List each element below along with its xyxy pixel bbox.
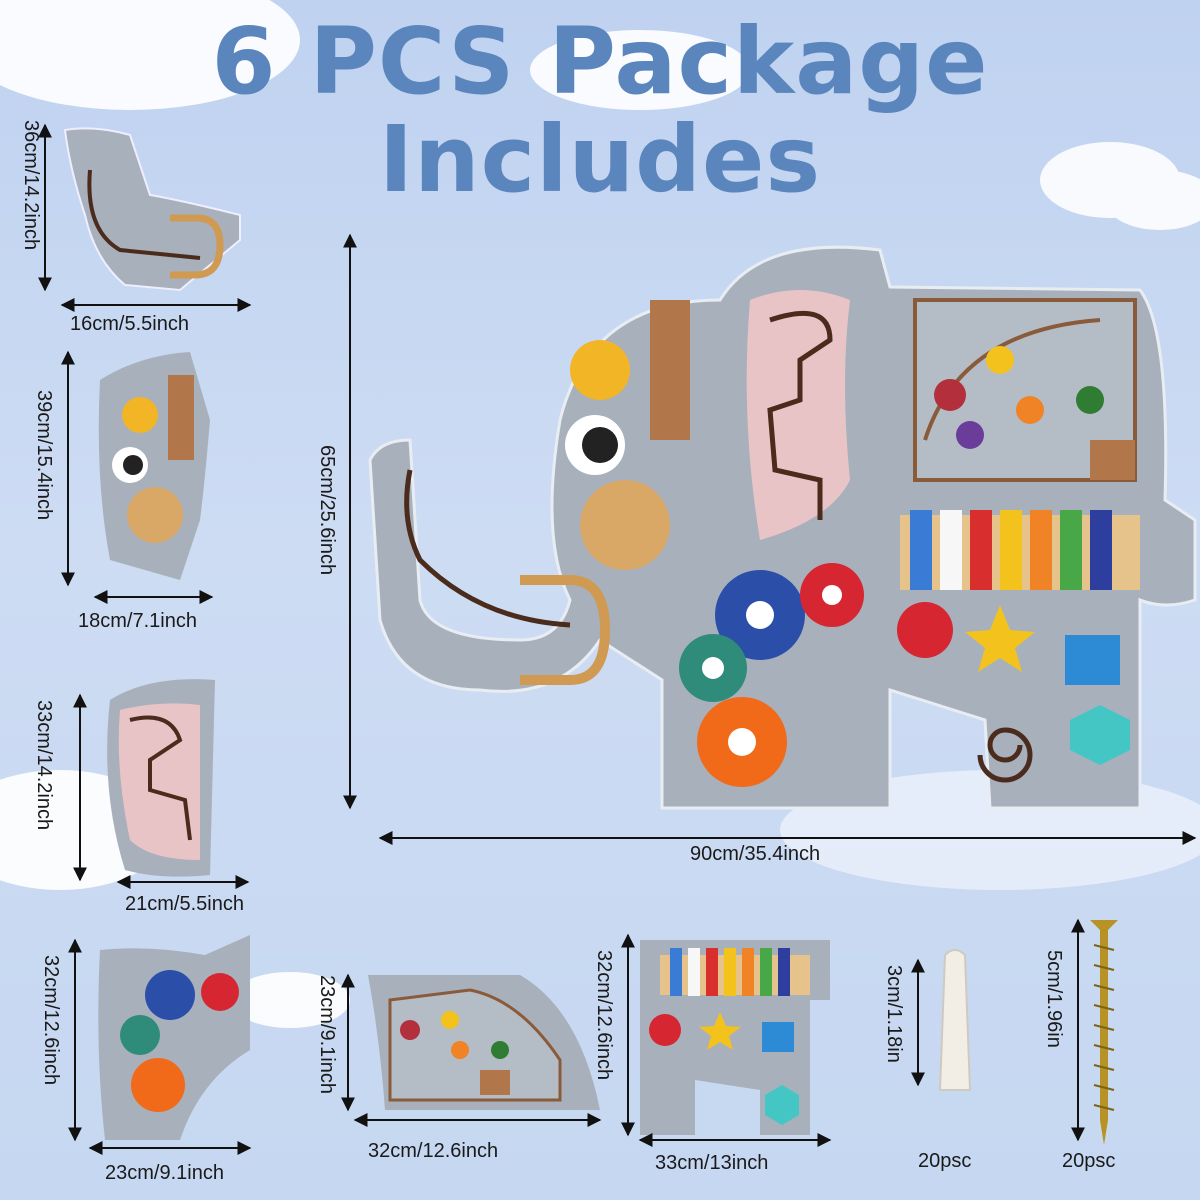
piece-2-face <box>98 352 210 580</box>
piece-6-width: 33cm/13inch <box>655 1152 769 1174</box>
title-line-2: Includes <box>378 106 822 213</box>
dimension-arrows <box>38 123 1197 1155</box>
assembled-width: 90cm/35.4inch <box>690 843 821 865</box>
piece-1-height: 36cm/14.2inch <box>20 120 42 251</box>
piece-1-trunk <box>63 127 241 292</box>
piece-4-gears <box>98 935 250 1140</box>
piece-6-xylophone <box>640 940 830 1135</box>
piece-3-height: 33cm/14.2inch <box>33 700 55 831</box>
piece-5-maze <box>368 975 600 1110</box>
anchor-qty: 20psc <box>918 1150 972 1172</box>
piece-4-width: 23cm/9.1inch <box>105 1162 224 1184</box>
piece-5-height: 23cm/9.1inch <box>316 975 338 1094</box>
screw-qty: 20psc <box>1062 1150 1116 1172</box>
piece-3-ear <box>107 679 215 877</box>
piece-4-height: 32cm/12.6inch <box>40 955 62 1086</box>
piece-2-width: 18cm/7.1inch <box>78 610 197 632</box>
piece-2-height: 39cm/15.4inch <box>33 390 55 521</box>
screw-image <box>1090 920 1118 1145</box>
assembled-elephant <box>368 245 1197 810</box>
piece-6-height: 32cm/12.6inch <box>593 950 615 1081</box>
piece-5-width: 32cm/12.6inch <box>368 1140 499 1162</box>
assembled-height: 65cm/25.6inch <box>316 445 338 576</box>
wall-anchor-image <box>938 949 972 1091</box>
anchor-length: 3cm/1.18in <box>883 965 905 1063</box>
xylophone-bars <box>910 510 1112 590</box>
piece-1-width: 16cm/5.5inch <box>70 313 189 335</box>
piece-3-width: 21cm/5.5inch <box>125 893 244 915</box>
screw-length: 5cm/1.96in <box>1043 950 1065 1048</box>
title-line-1: 6 PCS Package <box>211 8 989 115</box>
